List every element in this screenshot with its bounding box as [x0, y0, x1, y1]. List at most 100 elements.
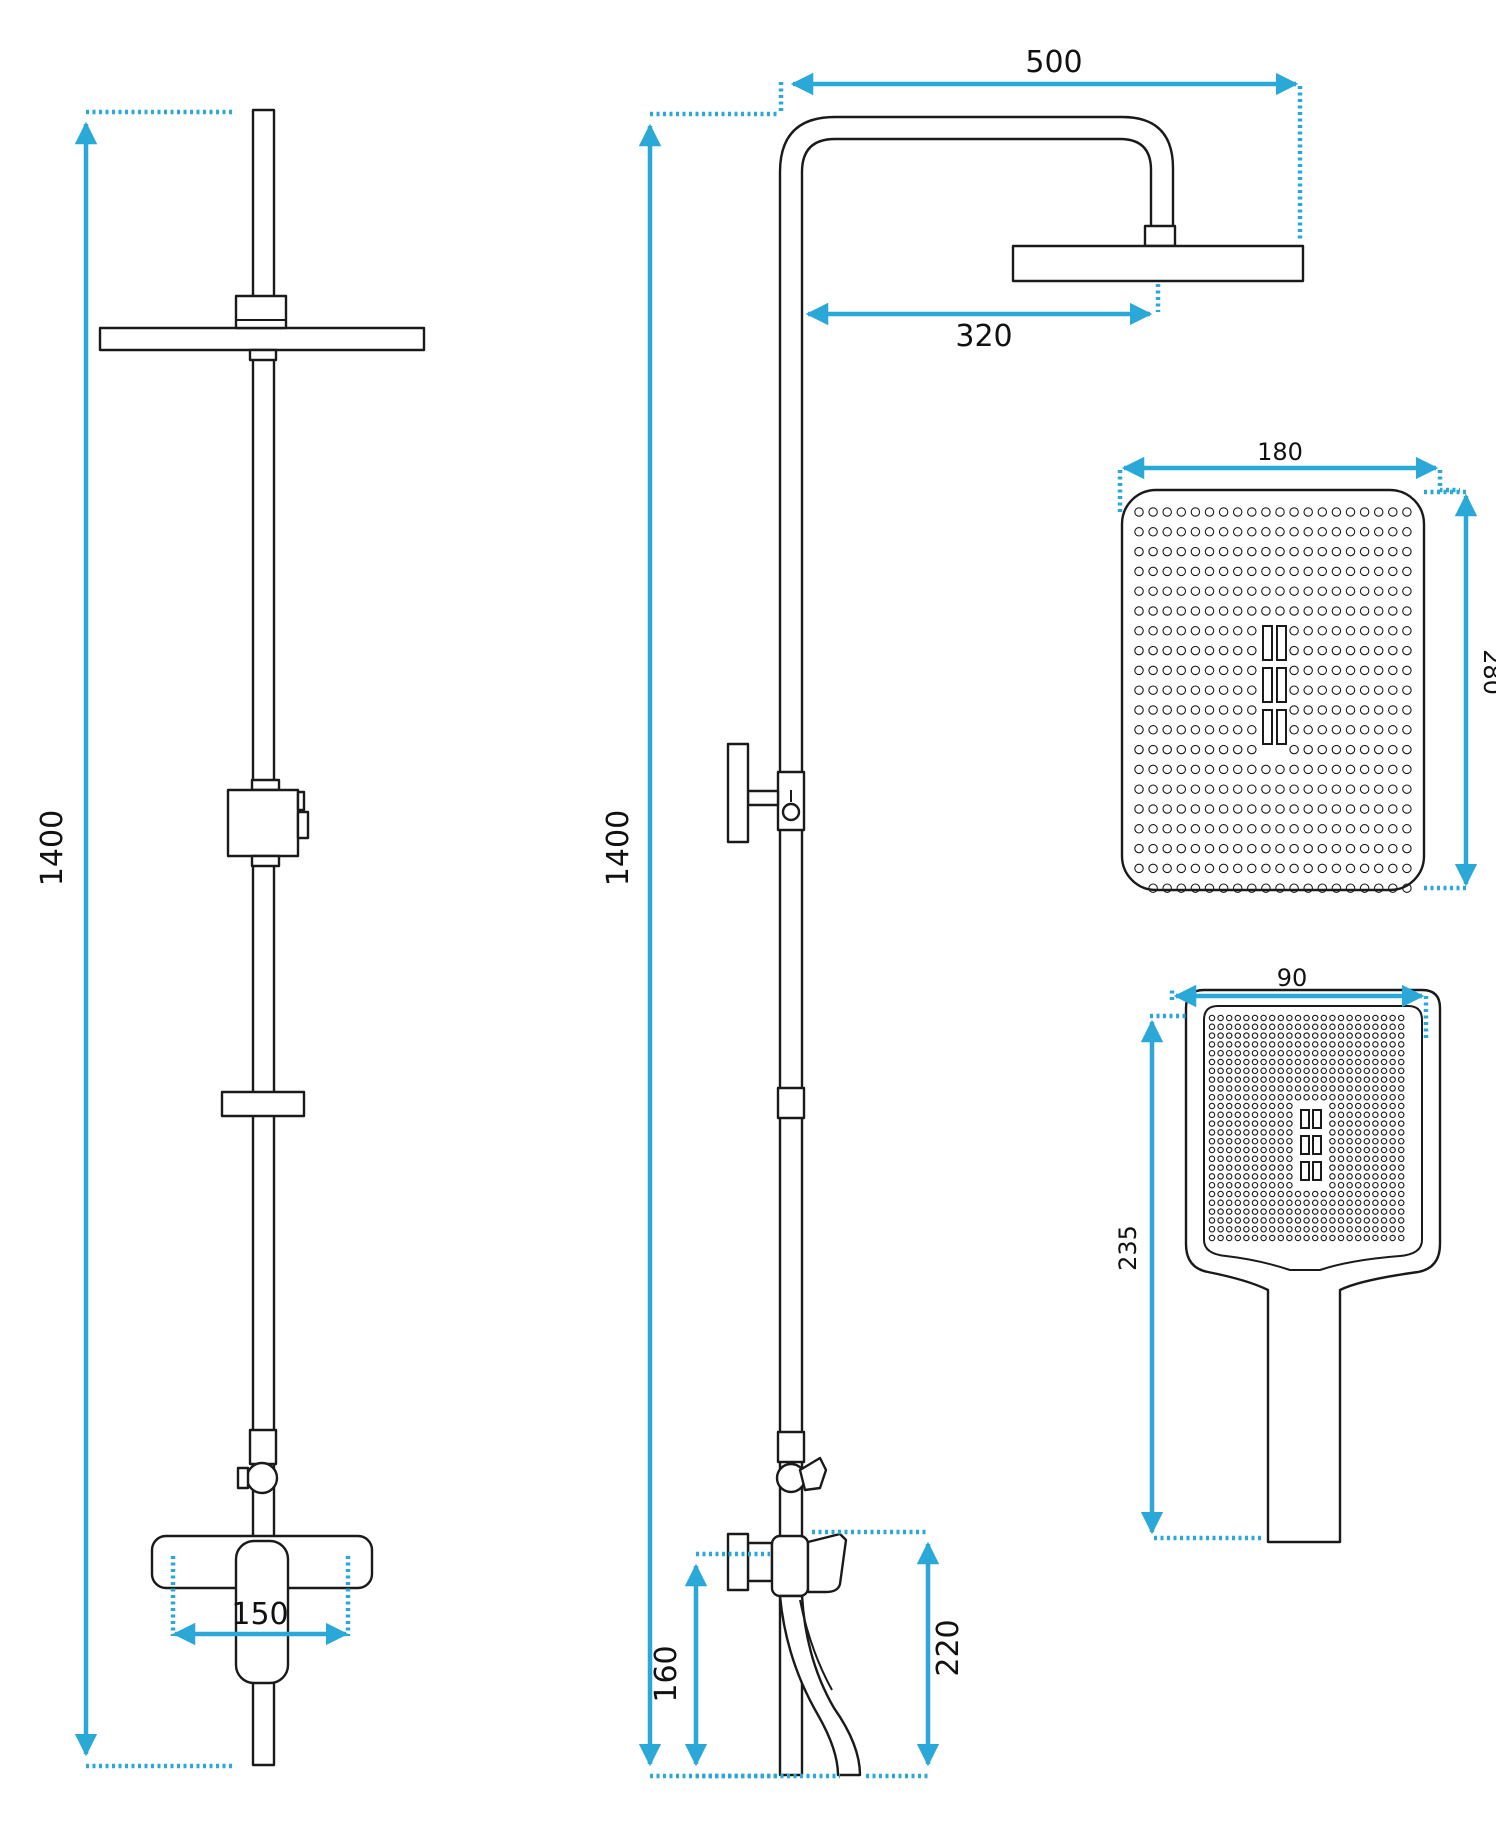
nozzle [1373, 645, 1384, 656]
nozzle [1190, 566, 1201, 577]
nozzle [1247, 725, 1257, 735]
nozzle [1234, 1102, 1242, 1110]
nozzle [1388, 586, 1398, 596]
nozzle [1176, 665, 1187, 676]
nozzle [1190, 863, 1201, 874]
nozzle [1373, 764, 1384, 775]
nozzle [1372, 1049, 1379, 1057]
nozzle [1225, 1217, 1233, 1224]
nozzle [1190, 665, 1201, 676]
nozzle [1217, 1173, 1224, 1180]
nozzle [1268, 1181, 1276, 1189]
nozzle [1354, 1146, 1362, 1154]
nozzle [1275, 784, 1285, 794]
nozzle [1176, 764, 1187, 775]
nozzle [1225, 1085, 1233, 1092]
nozzle [1346, 1173, 1353, 1180]
dimension-head-offset [805, 284, 1161, 326]
nozzle [1372, 1023, 1379, 1031]
nozzle [1208, 1190, 1216, 1198]
nozzle [1268, 1058, 1276, 1066]
nozzle [1337, 1041, 1345, 1048]
nozzle [1317, 764, 1328, 775]
nozzle [1402, 883, 1412, 893]
nozzle [1286, 1023, 1293, 1031]
nozzle [1225, 1076, 1233, 1083]
nozzle [1232, 725, 1243, 735]
nozzle [1243, 1058, 1250, 1066]
nozzle [1303, 1041, 1310, 1048]
nozzle [1243, 1111, 1250, 1119]
nozzle [1346, 1190, 1353, 1198]
nozzle [1380, 1111, 1388, 1119]
nozzle [1359, 645, 1370, 656]
nozzle [1243, 1014, 1250, 1022]
nozzle [1225, 1014, 1233, 1022]
nozzle [1260, 1181, 1267, 1189]
nozzle [1320, 1217, 1328, 1224]
nozzle [1134, 705, 1144, 715]
nozzle [1329, 1181, 1336, 1189]
nozzle [1380, 1199, 1388, 1207]
nozzle [1294, 1190, 1302, 1198]
nozzle [1268, 1146, 1276, 1154]
dimension-arm-length [778, 72, 1303, 240]
nozzle [1176, 645, 1187, 656]
nozzle [1162, 705, 1172, 715]
nozzle [1190, 764, 1201, 775]
nozzle [1234, 1199, 1242, 1207]
nozzle [1303, 586, 1313, 596]
nozzle [1380, 1173, 1388, 1180]
nozzle [1359, 804, 1370, 814]
nozzle [1329, 1129, 1336, 1136]
nozzle [1225, 1234, 1233, 1242]
nozzle [1345, 725, 1356, 735]
nozzle [1359, 705, 1370, 715]
nozzle [1176, 507, 1187, 517]
nozzle [1217, 1181, 1224, 1189]
nozzle [1232, 645, 1243, 656]
nozzle [1251, 1014, 1259, 1022]
nozzle [1345, 507, 1356, 517]
nozzle [1294, 1032, 1302, 1039]
nozzle [1268, 1111, 1276, 1119]
front-diverter-block [226, 778, 310, 868]
nozzle [1260, 1041, 1267, 1048]
nozzle [1363, 1120, 1371, 1127]
nozzle [1234, 1067, 1242, 1075]
nozzle [1397, 1014, 1405, 1022]
nozzle [1234, 1173, 1242, 1180]
nozzle [1225, 1225, 1233, 1233]
nozzle [1303, 1093, 1310, 1101]
nozzle [1261, 764, 1271, 775]
front-overhead-shower [98, 294, 426, 362]
nozzle [1363, 1199, 1371, 1207]
nozzle [1402, 804, 1412, 814]
nozzle [1251, 1155, 1259, 1163]
nozzle [1277, 1225, 1285, 1233]
nozzle [1251, 1049, 1259, 1057]
nozzle [1234, 1164, 1242, 1171]
nozzle [1363, 1181, 1371, 1189]
nozzle [1162, 883, 1172, 893]
nozzle [1217, 1085, 1224, 1092]
nozzle [1320, 1058, 1328, 1066]
nozzle [1286, 1076, 1293, 1083]
nozzle [1243, 1190, 1250, 1198]
nozzle [1208, 1058, 1216, 1066]
nozzle [1363, 1014, 1371, 1022]
nozzle [1208, 1164, 1216, 1171]
nozzle [1162, 685, 1172, 695]
nozzle [1204, 843, 1215, 854]
nozzle [1289, 764, 1299, 775]
nozzle [1208, 1217, 1216, 1224]
nozzle [1232, 784, 1243, 794]
nozzle [1311, 1032, 1319, 1039]
nozzle [1294, 1014, 1302, 1022]
nozzle [1354, 1032, 1362, 1039]
nozzle [1234, 1076, 1242, 1083]
nozzle [1337, 1023, 1345, 1031]
nozzle [1204, 824, 1215, 834]
nozzle [1331, 626, 1342, 636]
nozzle [1294, 1058, 1302, 1066]
